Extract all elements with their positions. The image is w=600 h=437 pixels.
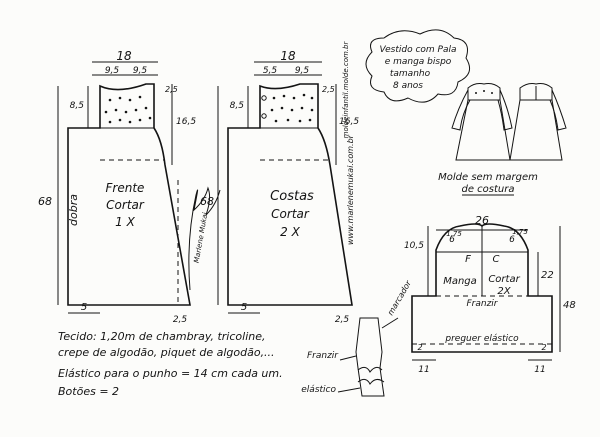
back-left-label: 5,5 — [263, 66, 278, 76]
front-yoke-height-label: 8,5 — [70, 101, 85, 111]
notes-line-4: Botões = 2 — [58, 385, 119, 398]
front-fold-label: dobra — [67, 194, 80, 226]
sleeve-title: Manga — [443, 276, 477, 287]
sleeve-outline — [411, 223, 553, 353]
front-left-label: 9,5 — [105, 66, 120, 76]
sleeve-width-label: 26 — [475, 214, 489, 227]
sleeve-cap-left-label: 1,75 — [446, 230, 462, 238]
button-mark-2 — [261, 113, 267, 119]
back-armhole-height-label: 16,5 — [339, 117, 359, 127]
sleeve-side-label: 22 — [541, 270, 554, 281]
front-title: Frente — [106, 181, 145, 195]
sleeve-cuff-left-label: 11 — [418, 365, 429, 375]
sleeve-cut-label: Cortar — [488, 274, 520, 285]
dress-front — [455, 83, 511, 161]
front-hem-right-label: 2,5 — [173, 315, 188, 325]
front-right-label: 9,5 — [133, 66, 148, 76]
front-armhole-top-label: 2,5 — [165, 85, 178, 94]
bubble-line-2: e manga bispo — [385, 57, 452, 67]
front-length-label: 68 — [38, 195, 52, 208]
front-quantity-label: 1 X — [115, 215, 135, 229]
back-armhole-top-label: 2,5 — [322, 85, 335, 94]
sleeve-front-mark: F — [465, 254, 471, 265]
bubble-line-1: Vestido com Pala — [379, 45, 456, 55]
notes-line-1: Tecido: 1,20m de chambray, tricoline, — [58, 330, 266, 343]
notes-line-3: Elástico para o punho = 14 cm cada um. — [58, 367, 283, 380]
front-yoke-dots — [104, 95, 152, 124]
watermark-url: www.marlenemukai.com.br — [346, 134, 355, 245]
dress-illustration — [451, 83, 567, 161]
back-yoke-height-label: 8,5 — [230, 101, 245, 111]
back-quantity-label: 2 X — [280, 225, 300, 239]
signature: Marlene Mukai — [193, 212, 210, 264]
front-outline — [67, 83, 191, 306]
cuff-marker-label: marcador — [386, 279, 413, 317]
dress-back — [509, 83, 563, 161]
sleeve-back-mark: C — [493, 254, 500, 265]
cuff-gather-label: Franzir — [307, 351, 339, 361]
notes-line-2: crepe de algodão, piquet de algodão,... — [58, 346, 275, 359]
back-title: Costas — [270, 189, 314, 204]
watermark-url-2: moldeinfantil.molde.com.br — [342, 41, 350, 139]
sleeve-piece: 26 6 6 1,75 1,75 10,5 22 48 F C Manga Co… — [404, 214, 576, 375]
speech-bubble: Vestido com Pala e manga bispo tamanho 8… — [365, 29, 471, 103]
sleeve-right-label: 6 — [509, 235, 515, 245]
front-width-label: 18 — [116, 49, 132, 63]
front-piece: 18 9,5 9,5 8,5 2,5 16,5 68 5 2,5 dobra F… — [38, 49, 196, 325]
sleeve-gather-label: Franzir — [466, 299, 498, 309]
sleeve-cap-height-label: 10,5 — [404, 241, 424, 251]
sleeve-left-label: 6 — [449, 235, 455, 245]
back-right-label: 9,5 — [295, 66, 310, 76]
sleeve-elastic-label: preguer elástico — [444, 334, 519, 344]
front-armhole-height-label: 16,5 — [176, 117, 196, 127]
back-yoke-dots — [270, 93, 314, 123]
back-width-label: 18 — [280, 49, 296, 63]
sleeve-hem-right-label: 2 — [541, 343, 546, 352]
front-hem-left-label: 5 — [81, 302, 87, 313]
bubble-line-4: 8 anos — [393, 81, 423, 91]
sleeve-quantity-label: 2X — [497, 286, 511, 297]
caption-line-1: Molde sem margem — [438, 172, 538, 183]
caption-line-2: de costura — [461, 184, 514, 195]
button-mark-1 — [261, 95, 267, 101]
cuff-elastic-label: elástico — [301, 385, 336, 395]
sleeve-cap-right-label: 1,75 — [512, 228, 528, 236]
bubble-line-3: tamanho — [390, 69, 431, 79]
front-cut-label: Cortar — [106, 198, 145, 212]
sleeve-cuff-right-label: 11 — [534, 365, 545, 375]
sleeve-hem-left-label: 2 — [417, 343, 422, 352]
back-cut-label: Cortar — [271, 207, 310, 221]
back-hem-right-label: 2,5 — [335, 315, 350, 325]
sleeve-total-label: 48 — [563, 300, 576, 311]
back-outline — [227, 83, 353, 306]
signature-scribble — [188, 186, 221, 291]
back-hem-left-label: 5 — [241, 302, 247, 313]
cuff-illustration: Franzir marcador elástico — [301, 279, 413, 397]
back-piece: 18 5,5 9,5 8,5 2,5 16,5 68 5 2,5 Costas … — [200, 49, 359, 325]
fabric-notes: Tecido: 1,20m de chambray, tricoline, cr… — [58, 330, 283, 398]
